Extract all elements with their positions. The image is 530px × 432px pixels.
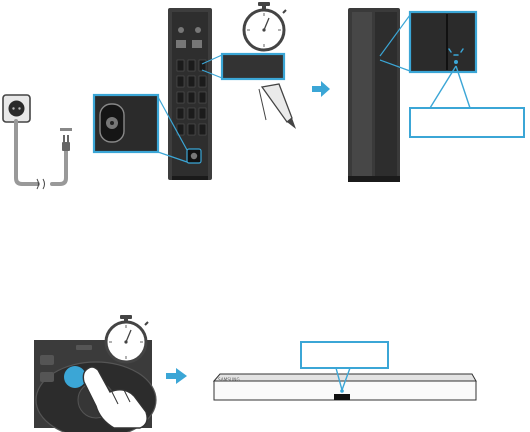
soundbar <box>212 373 477 401</box>
arrow-right-icon <box>166 368 187 384</box>
subwoofer-rear-panel <box>168 8 212 180</box>
id-set-callout <box>201 52 286 81</box>
soundbar-brand-logo: SAMSUNG <box>218 377 240 382</box>
pen-icon <box>258 83 296 129</box>
stopwatch-icon <box>242 2 287 52</box>
stopwatch-icon <box>104 315 149 364</box>
socket-callout <box>92 93 188 163</box>
power-plug-icon <box>60 128 72 151</box>
power-outlet-icon <box>2 94 31 123</box>
subwoofer-front-panel <box>348 8 400 182</box>
led-callout <box>379 10 525 138</box>
cord-break-mark <box>36 178 45 190</box>
arrow-right-icon <box>312 81 330 97</box>
display-callout <box>300 341 389 393</box>
finger-press-icon <box>82 366 148 429</box>
power-cord <box>14 119 68 186</box>
